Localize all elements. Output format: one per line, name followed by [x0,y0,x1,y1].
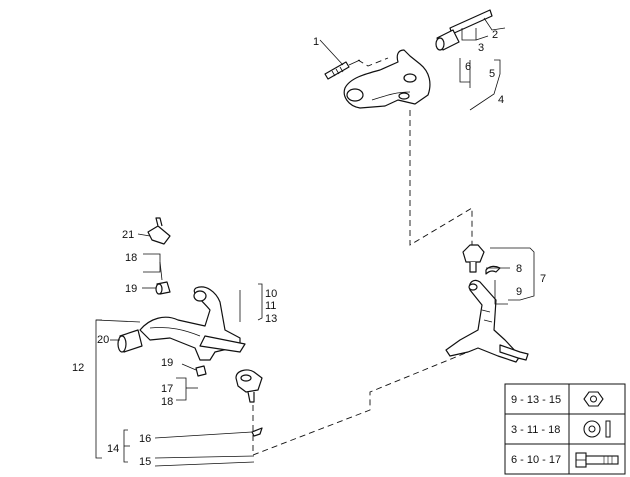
upper-arm-connection-line [409,110,473,246]
callout-labels: 1 2 3 4 5 6 7 8 9 10 11 13 12 14 16 15 1… [72,29,546,468]
nut-icon [583,391,604,407]
washer-icon [583,420,611,438]
bolt-icon [575,452,619,468]
callout-18-upper: 18 [125,252,137,264]
callout-1: 1 [313,36,319,48]
steering-knuckle [445,279,521,363]
lower-control-arm-assembly [117,217,263,437]
legend-row-2-label: 3 - 11 - 18 [511,424,560,436]
callout-6: 6 [465,61,471,73]
callout-13: 13 [265,313,277,325]
callout-12: 12 [72,362,84,374]
cotter-pin-8 [485,265,501,275]
callout-17: 17 [161,383,173,395]
leader-lines [95,17,535,467]
callout-19-upper: 19 [125,283,137,295]
callout-10: 10 [265,288,277,300]
callout-15: 15 [139,456,151,468]
bushing-20 [117,329,143,353]
callout-11: 11 [265,300,276,312]
callout-14: 14 [107,443,119,455]
bump-stop-21 [147,217,171,245]
bushing-19-upper [155,281,171,295]
lower-arm-connection-line [252,349,474,456]
callout-2: 2 [492,29,498,41]
fastener-legend: 9 - 13 - 15 3 - 11 - 18 6 - 10 - 17 [504,383,626,475]
callout-21: 21 [122,229,134,241]
callout-5: 5 [489,68,495,80]
callout-20: 20 [97,334,109,346]
upper-control-arm-assembly [324,9,493,109]
callout-16: 16 [139,433,151,445]
upper-control-arm [343,49,431,109]
callout-9: 9 [516,286,522,298]
callout-4: 4 [498,94,504,106]
upper-arm-shaft [449,9,493,35]
callout-7: 7 [540,273,546,285]
callout-3: 3 [478,42,484,54]
upper-bushing [435,29,460,51]
upper-arm-bolt [324,59,361,80]
lower-ball-joint [235,369,263,403]
callout-18-lower: 18 [161,396,173,408]
upper-ball-joint [462,244,485,273]
bushing-19-lower [195,365,207,377]
legend-row-1-label: 9 - 13 - 15 [511,394,561,406]
cotter-pin-16 [251,427,263,437]
callout-8: 8 [516,263,522,275]
legend-row-3-label: 6 - 10 - 17 [511,454,561,466]
callout-19-lower: 19 [161,357,173,369]
